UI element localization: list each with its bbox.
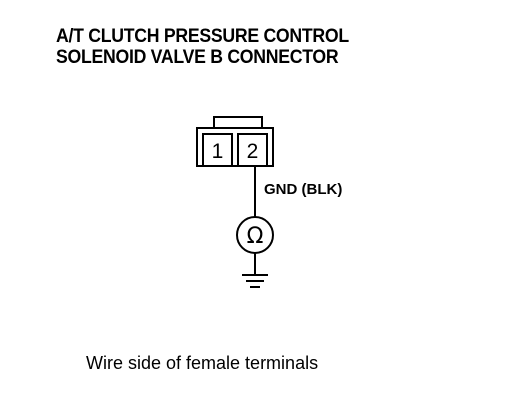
terminal-cavity-2 xyxy=(237,133,268,167)
diagram-title-line-2: SOLENOID VALVE B CONNECTOR xyxy=(56,47,339,68)
terminal-1-label: 1 xyxy=(212,140,224,163)
connector-lock-tab xyxy=(213,116,263,128)
diagram-caption: Wire side of female terminals xyxy=(86,353,319,373)
connector-housing xyxy=(196,127,274,167)
ohmmeter-icon: Ω xyxy=(236,216,274,254)
wire-label: GND (BLK) xyxy=(264,181,342,198)
diagram-title: A/T CLUTCH PRESSURE CONTROL SOLENOID VAL… xyxy=(56,26,349,68)
connector xyxy=(196,116,274,167)
ground-icon xyxy=(242,274,268,288)
diagram-title-line-1: A/T CLUTCH PRESSURE CONTROL xyxy=(56,26,349,47)
terminal-cavity-1 xyxy=(202,133,233,167)
terminal-2-label: 2 xyxy=(247,140,259,163)
ohm-symbol: Ω xyxy=(247,224,264,249)
